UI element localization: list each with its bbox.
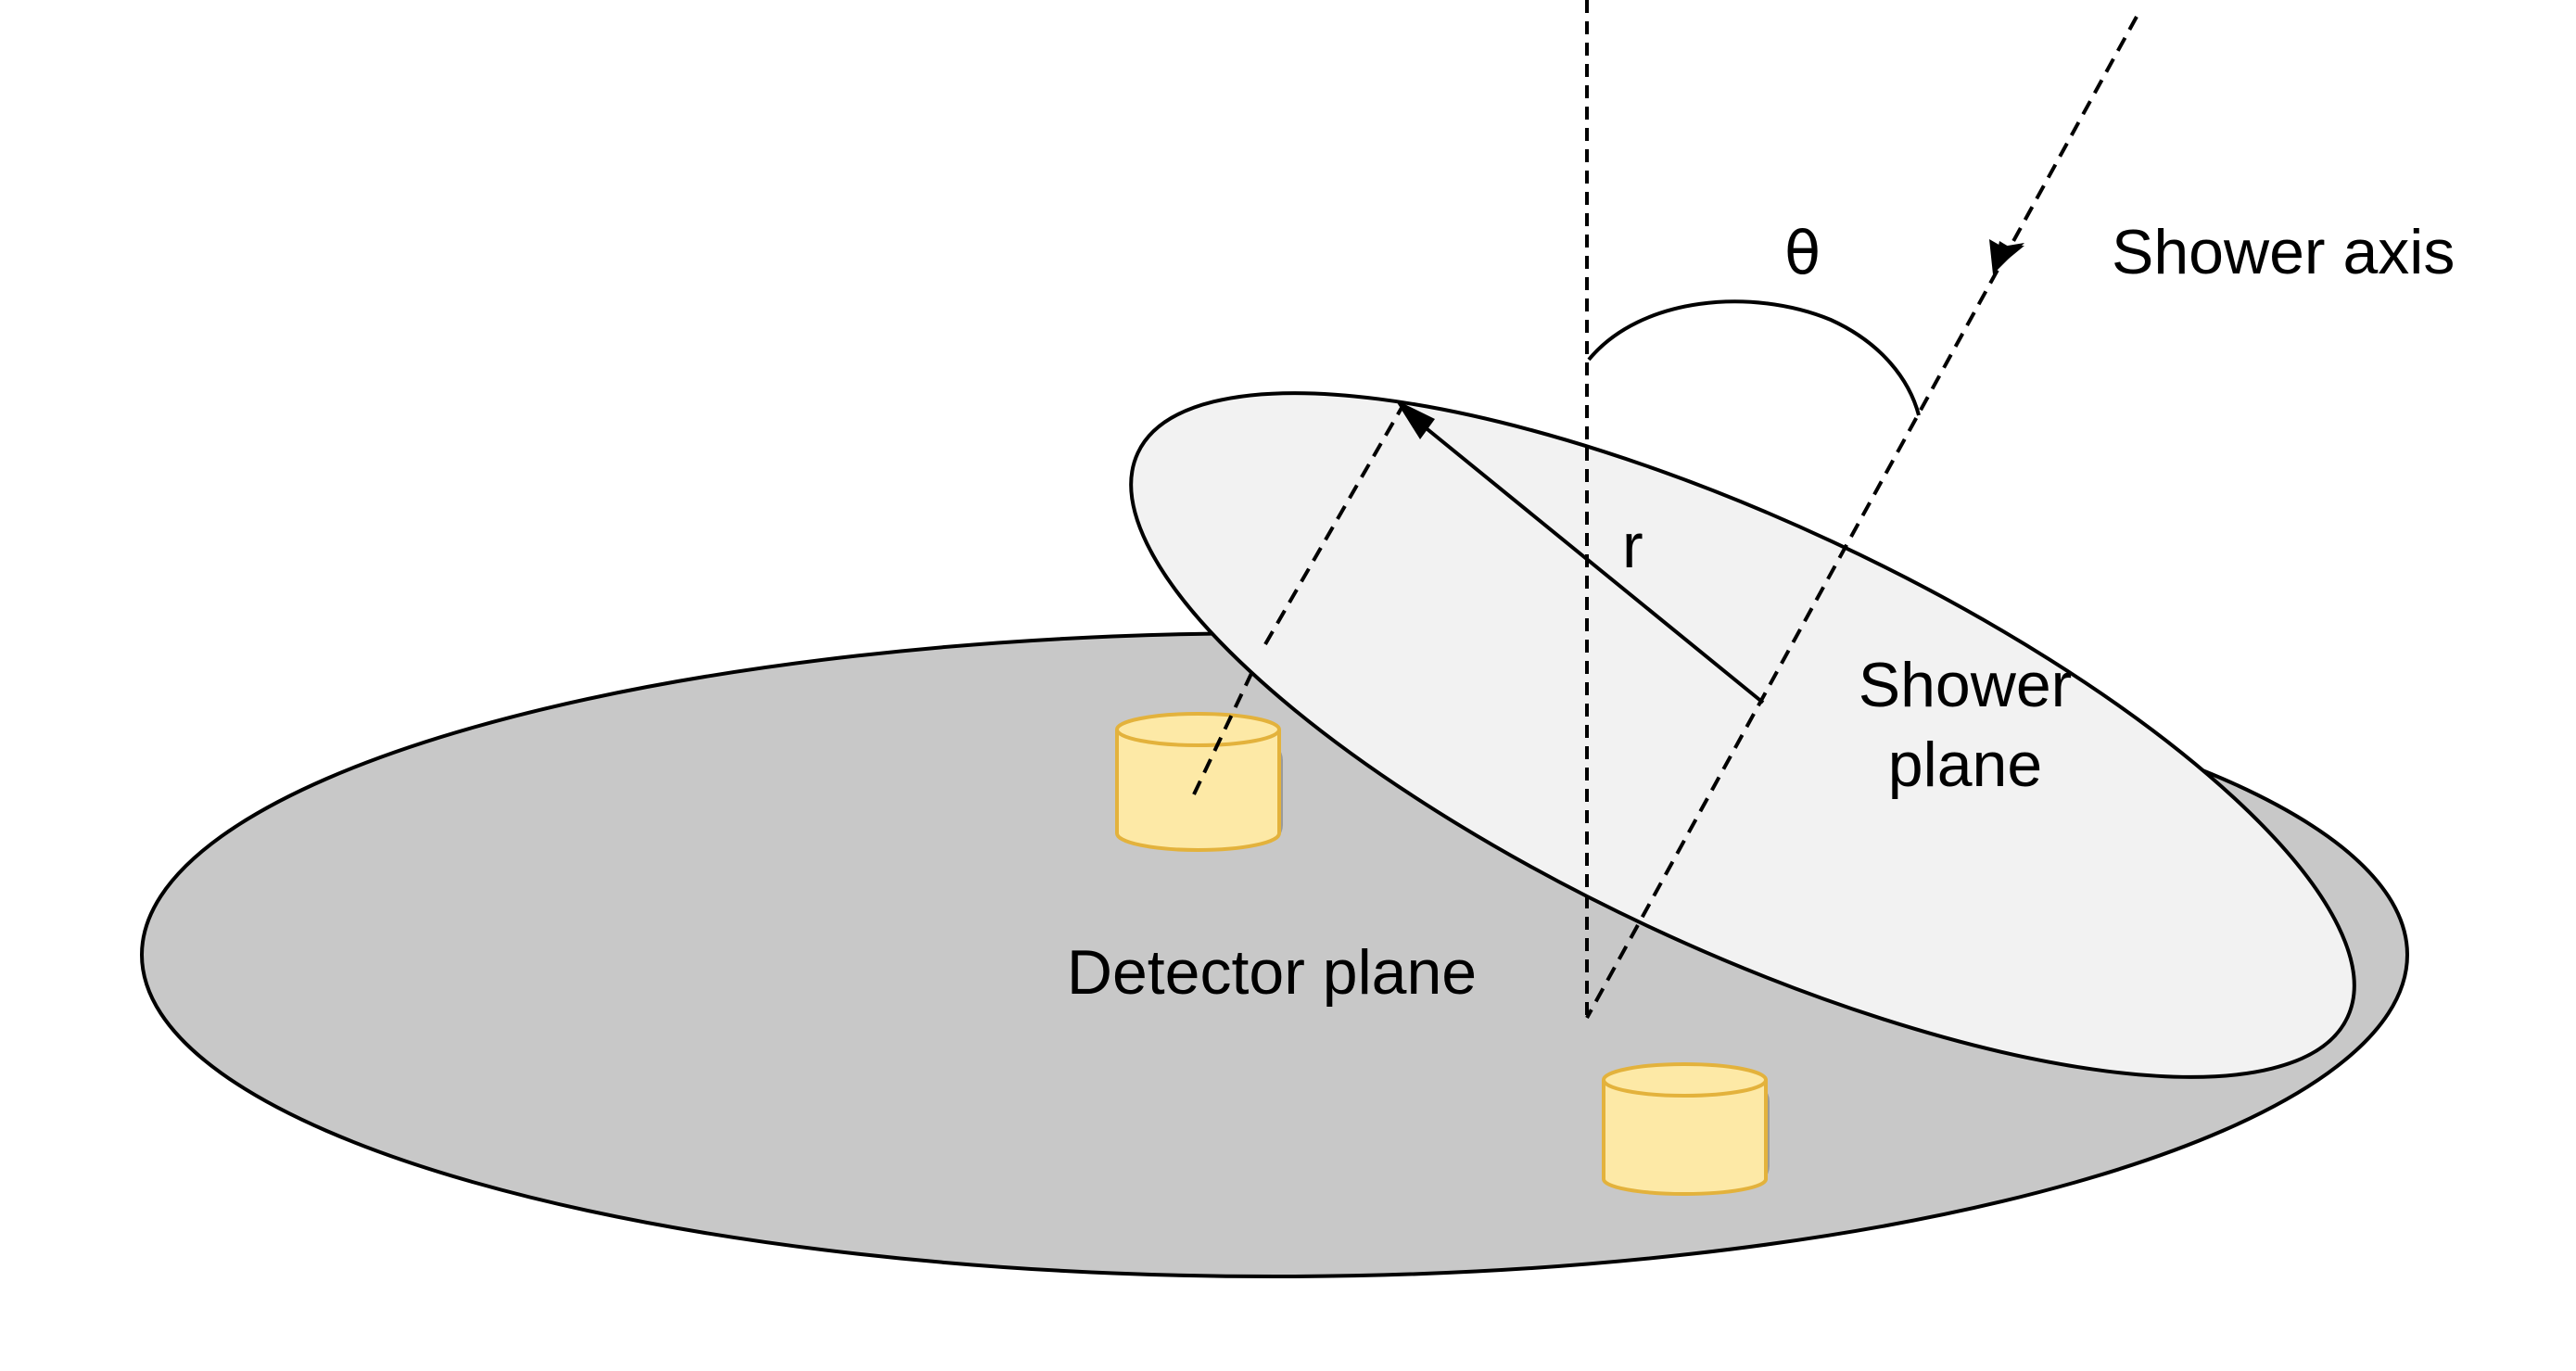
theta-label: θ — [1784, 220, 1821, 288]
detector-tank-1-top — [1115, 712, 1281, 747]
detector-tank-1 — [1115, 712, 1283, 852]
detector-tank-2-top — [1602, 1062, 1768, 1098]
detector-plane-label: Detector plane — [1067, 937, 1477, 1008]
shower-axis-line — [1585, 16, 2138, 1019]
shower-axis-arrowhead-tip — [1989, 239, 2024, 274]
r-label: r — [1622, 511, 1643, 581]
shower-plane-label-line1: Shower — [1859, 650, 2073, 720]
detector-projection-line-upper — [1263, 407, 1403, 645]
zenith-angle-arc — [1587, 299, 1921, 416]
shower-plane-label-line2: plane — [1888, 730, 2042, 800]
detector-tank-1-bottom — [1115, 832, 1281, 852]
detector-tank-2 — [1602, 1062, 1770, 1196]
shower-plane-ellipse — [1129, 391, 2356, 1079]
radius-arrow-line — [1416, 420, 1765, 705]
radius-arrowhead — [1395, 400, 1435, 439]
detector-projection-line-lower — [1192, 643, 1267, 795]
detector-tank-2-bottom — [1602, 1178, 1768, 1196]
shower-axis-label: Shower axis — [2112, 217, 2455, 287]
